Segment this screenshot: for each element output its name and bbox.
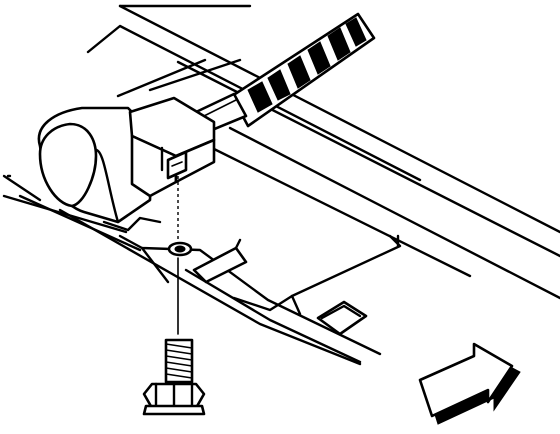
retaining-bolt xyxy=(142,176,206,416)
wiring-harness xyxy=(194,12,376,132)
direction-arrow-icon xyxy=(418,342,521,425)
mounting-rail xyxy=(2,4,560,366)
harness-clip xyxy=(37,96,216,224)
